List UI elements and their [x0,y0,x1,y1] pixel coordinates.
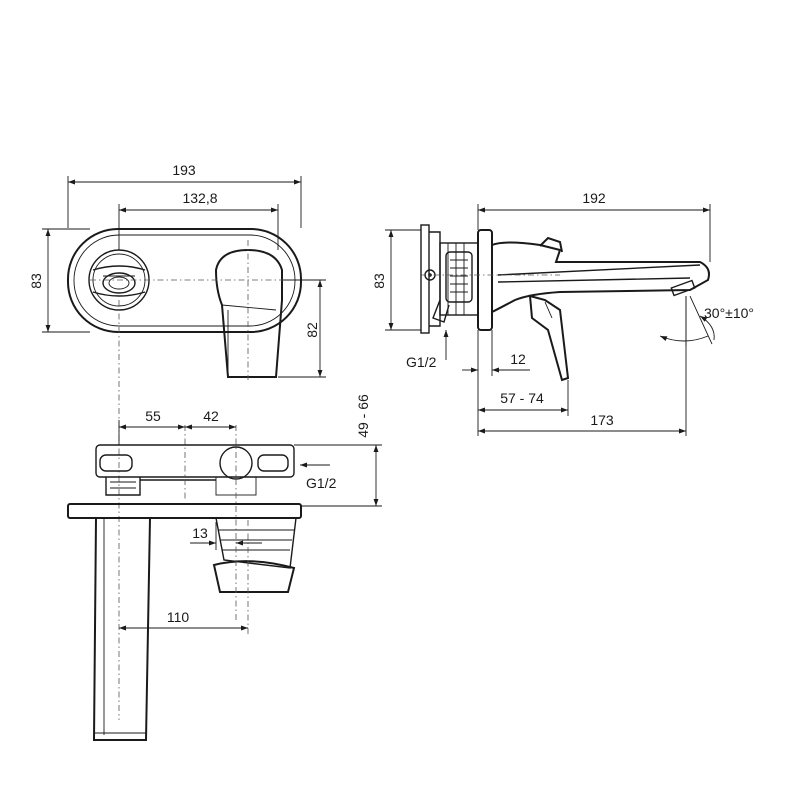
dim-side-plate-depth: 12 [510,351,526,367]
dim-top-depth-range: 49 - 66 [355,394,371,438]
dim-front-height-lever: 82 [304,322,320,338]
dim-top-lever-width: 13 [192,525,208,541]
dim-side-wall-range: 57 - 74 [500,390,544,406]
dim-front-width-total: 193 [172,162,196,178]
side-body [432,242,479,323]
dim-side-projection: 192 [582,190,606,206]
dim-front-width-axis: 132,8 [182,190,217,206]
dim-top-offset-b: 42 [203,408,219,424]
front-lever [214,248,283,378]
top-spout [92,517,151,741]
top-view: 55 42 49 - 66 G1/2 13 110 [67,394,382,741]
dim-side-height-plate: 83 [371,273,387,289]
front-wall-plate [67,228,302,333]
top-lever [212,517,297,593]
front-view: 193 132,8 83 82 [28,162,326,720]
dim-side-spout-reach: 173 [590,412,614,428]
side-aerator [670,279,696,297]
side-cover-plate [477,229,493,331]
side-view: 192 83 G1/2 12 57 - 74 173 30°±10° [371,190,754,436]
dim-top-spout-offset: 110 [167,609,190,625]
label-side-inlet: G1/2 [406,354,437,370]
top-cover-plate [67,503,302,519]
top-valve-body [95,444,295,496]
dim-front-height-plate: 83 [28,273,44,289]
side-spout [491,236,710,382]
front-wall-plate-inner [73,234,296,327]
label-top-inlet: G1/2 [306,475,337,491]
label-side-angle: 30°±10° [704,305,754,321]
dim-top-offset-a: 55 [145,408,161,424]
side-wall-flange [420,224,430,334]
